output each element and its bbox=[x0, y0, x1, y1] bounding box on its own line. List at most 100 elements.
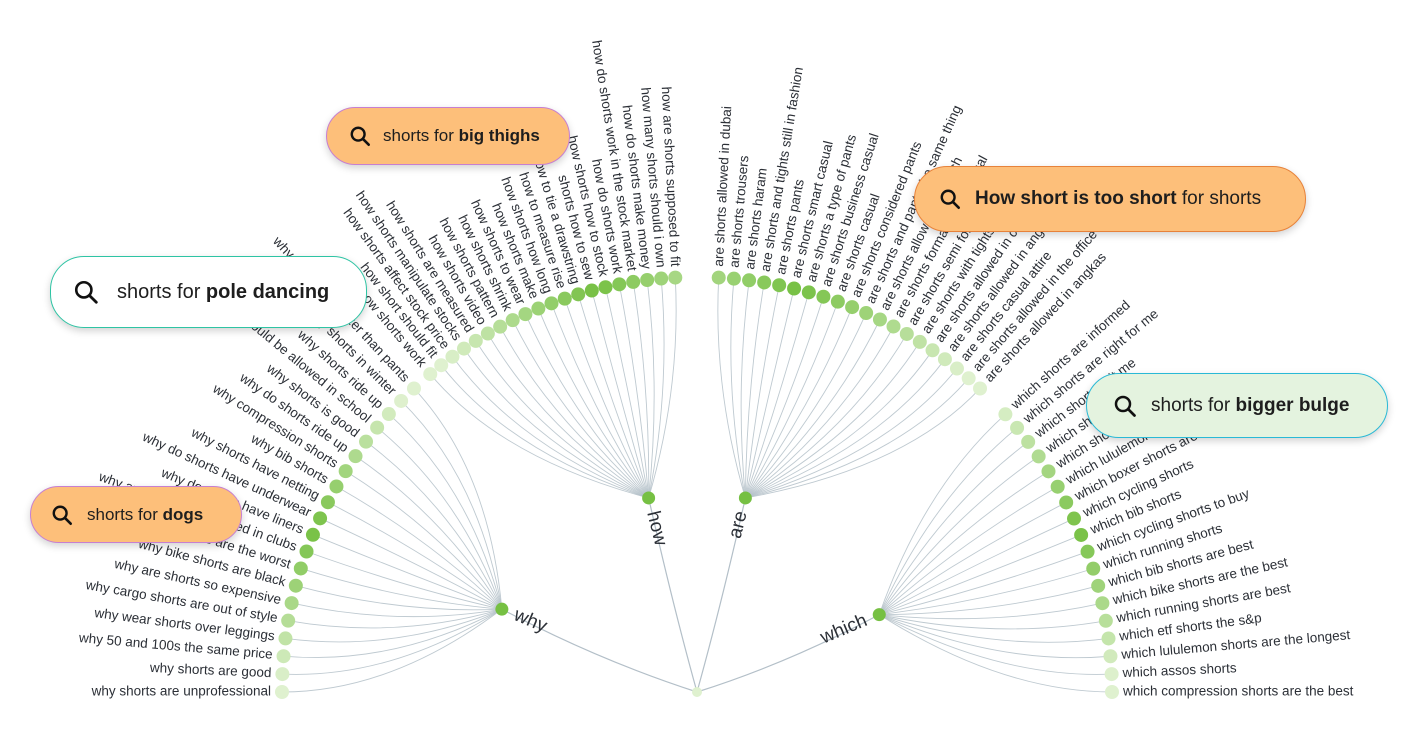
leaf-node[interactable] bbox=[1041, 464, 1056, 479]
leaf-node[interactable] bbox=[998, 407, 1013, 422]
trunk-link bbox=[501, 608, 698, 693]
leaf-node[interactable] bbox=[305, 527, 320, 542]
leaf-node[interactable] bbox=[584, 283, 599, 298]
leaf-node[interactable] bbox=[1104, 667, 1119, 682]
search-pill-pole-dancing[interactable]: shorts for pole dancing bbox=[50, 256, 367, 328]
leaf-node[interactable] bbox=[406, 381, 421, 396]
leaf-node[interactable] bbox=[912, 334, 927, 349]
leaf-label[interactable]: which compression shorts are the best bbox=[1122, 684, 1354, 699]
leaf-node[interactable] bbox=[668, 270, 683, 285]
leaf-node[interactable] bbox=[801, 285, 816, 300]
leaf-node[interactable] bbox=[961, 371, 976, 386]
leaf-node[interactable] bbox=[1021, 434, 1036, 449]
leaf-node[interactable] bbox=[370, 420, 385, 435]
leaf-node[interactable] bbox=[557, 291, 572, 306]
leaf-node[interactable] bbox=[284, 596, 299, 611]
leaf-node[interactable] bbox=[281, 613, 296, 628]
leaf-link bbox=[365, 441, 503, 610]
leaf-node[interactable] bbox=[518, 307, 533, 322]
leaf-node[interactable] bbox=[949, 361, 964, 376]
search-pill-bigger-bulge[interactable]: shorts for bigger bulge bbox=[1086, 373, 1388, 438]
leaf-node[interactable] bbox=[1101, 631, 1116, 646]
leaf-node[interactable] bbox=[973, 381, 988, 396]
leaf-label[interactable]: which assos shorts bbox=[1121, 660, 1237, 680]
leaf-node[interactable] bbox=[359, 434, 374, 449]
leaf-node[interactable] bbox=[445, 349, 460, 364]
leaf-node[interactable] bbox=[348, 449, 363, 464]
leaf-node[interactable] bbox=[654, 271, 669, 286]
search-pill-big-thighs[interactable]: shorts for big thighs bbox=[326, 107, 570, 165]
leaf-link bbox=[564, 298, 650, 499]
leaf-link bbox=[648, 277, 677, 499]
leaf-node[interactable] bbox=[612, 277, 627, 292]
leaf-node[interactable] bbox=[640, 273, 655, 288]
hub-label-which[interactable]: which bbox=[816, 610, 870, 649]
leaf-node[interactable] bbox=[434, 358, 449, 373]
hub-label-are[interactable]: are bbox=[725, 509, 752, 541]
leaf-node[interactable] bbox=[1050, 479, 1065, 494]
leaf-node[interactable] bbox=[1095, 596, 1110, 611]
leaf-node[interactable] bbox=[757, 275, 772, 290]
leaf-node[interactable] bbox=[816, 289, 831, 304]
hub-node[interactable] bbox=[738, 491, 752, 505]
search-pill-too-short[interactable]: How short is too short for shorts bbox=[914, 166, 1306, 232]
leaf-node[interactable] bbox=[275, 667, 290, 682]
leaf-node[interactable] bbox=[456, 341, 471, 356]
hub-node[interactable] bbox=[872, 608, 886, 622]
leaf-node[interactable] bbox=[1074, 527, 1089, 542]
leaf-node[interactable] bbox=[394, 393, 409, 408]
leaf-node[interactable] bbox=[1086, 561, 1101, 576]
leaf-node[interactable] bbox=[772, 278, 787, 293]
search-icon bbox=[73, 279, 99, 305]
hub-label-why[interactable]: why bbox=[510, 604, 551, 637]
leaf-node[interactable] bbox=[329, 479, 344, 494]
leaf-node[interactable] bbox=[288, 578, 303, 593]
leaf-node[interactable] bbox=[493, 319, 508, 334]
leaf-node[interactable] bbox=[859, 306, 874, 321]
leaf-node[interactable] bbox=[1098, 613, 1113, 628]
leaf-node[interactable] bbox=[742, 273, 757, 288]
leaf-node[interactable] bbox=[381, 407, 396, 422]
leaf-node[interactable] bbox=[278, 631, 293, 646]
leaf-node[interactable] bbox=[886, 319, 901, 334]
leaf-node[interactable] bbox=[275, 685, 289, 699]
leaf-node[interactable] bbox=[276, 649, 291, 664]
leaf-node[interactable] bbox=[925, 343, 940, 358]
leaf-node[interactable] bbox=[320, 495, 335, 510]
leaf-node[interactable] bbox=[480, 326, 495, 341]
leaf-node[interactable] bbox=[1080, 544, 1095, 559]
leaf-node[interactable] bbox=[571, 287, 586, 302]
hub-node[interactable] bbox=[642, 491, 656, 505]
leaf-node[interactable] bbox=[626, 274, 641, 289]
leaf-label[interactable]: why shorts are good bbox=[149, 660, 272, 680]
leaf-node[interactable] bbox=[1031, 449, 1046, 464]
leaf-node[interactable] bbox=[468, 333, 483, 348]
leaf-node[interactable] bbox=[1103, 649, 1118, 664]
leaf-node[interactable] bbox=[531, 301, 546, 316]
search-pill-dogs[interactable]: shorts for dogs bbox=[30, 486, 242, 543]
leaf-node[interactable] bbox=[293, 561, 308, 576]
leaf-node[interactable] bbox=[544, 296, 559, 311]
leaf-node[interactable] bbox=[937, 352, 952, 367]
leaf-node[interactable] bbox=[711, 270, 726, 285]
leaf-node[interactable] bbox=[1105, 685, 1119, 699]
leaf-node[interactable] bbox=[787, 281, 802, 296]
hub-node[interactable] bbox=[495, 602, 509, 616]
leaf-node[interactable] bbox=[899, 326, 914, 341]
leaf-node[interactable] bbox=[299, 544, 314, 559]
leaf-node[interactable] bbox=[505, 313, 520, 328]
leaf-node[interactable] bbox=[726, 271, 741, 286]
leaf-node[interactable] bbox=[1067, 511, 1082, 526]
leaf-node[interactable] bbox=[872, 312, 887, 327]
hub-label-how[interactable]: how bbox=[642, 509, 671, 548]
leaf-node[interactable] bbox=[598, 280, 613, 295]
leaf-node[interactable] bbox=[423, 367, 438, 382]
leaf-node[interactable] bbox=[1010, 420, 1025, 435]
leaf-node[interactable] bbox=[830, 294, 845, 309]
leaf-label[interactable]: why shorts are unprofessional bbox=[91, 684, 271, 699]
leaf-node[interactable] bbox=[313, 511, 328, 526]
leaf-node[interactable] bbox=[845, 300, 860, 315]
leaf-node[interactable] bbox=[338, 464, 353, 479]
leaf-node[interactable] bbox=[1059, 495, 1074, 510]
leaf-node[interactable] bbox=[1091, 578, 1106, 593]
